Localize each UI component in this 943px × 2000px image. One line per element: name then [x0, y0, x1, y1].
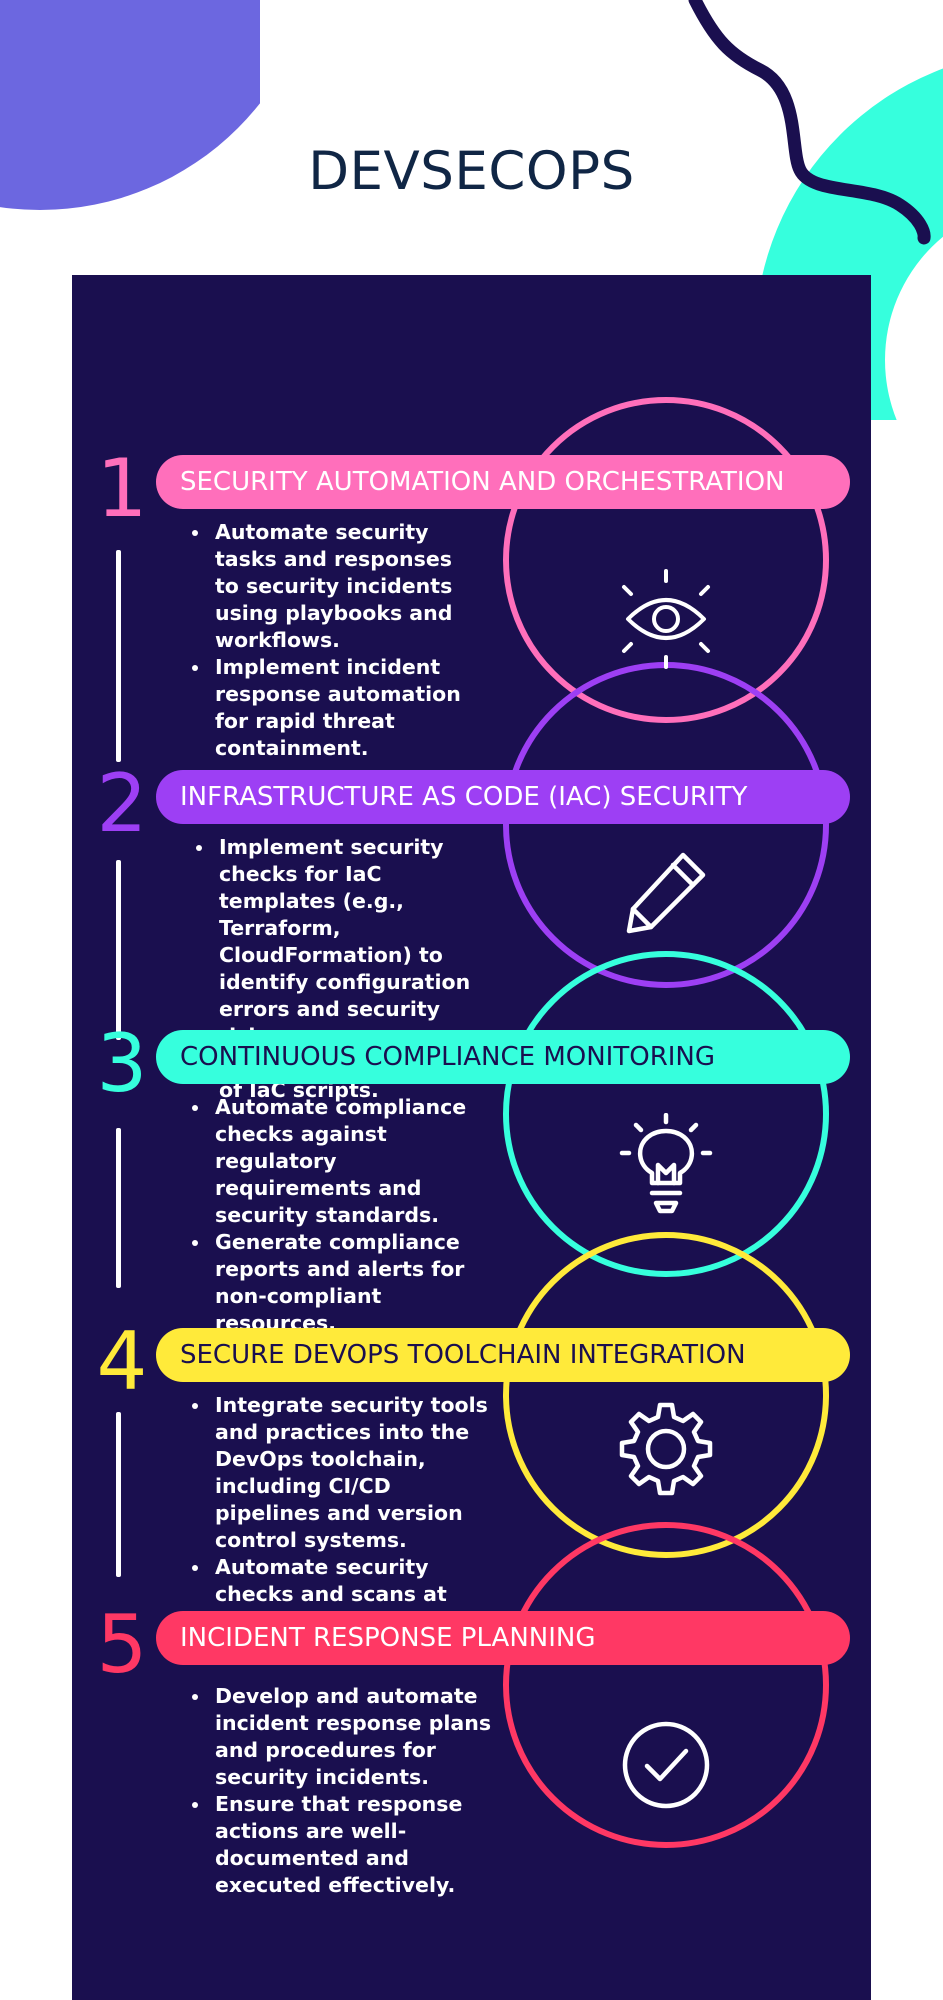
bullet-item: Develop and automate incident response p…	[211, 1683, 501, 1791]
rings-layer	[503, 397, 829, 1848]
ring-5	[503, 1522, 829, 1848]
step-number: 1	[96, 442, 148, 535]
lightbulb-icon	[619, 1113, 713, 1214]
ring-1	[503, 397, 829, 723]
decor-squiggle-line	[688, 0, 931, 245]
ring-3	[503, 951, 829, 1277]
step-heading: CONTINUOUS COMPLIANCE MONITORING	[156, 1030, 850, 1084]
eye-icon	[622, 569, 710, 669]
step-heading: SECURITY AUTOMATION AND ORCHESTRATION	[156, 455, 850, 509]
bullet-item: Ensure that response actions are well-do…	[211, 1791, 501, 1899]
page-title: DEVSECOPS	[308, 140, 635, 202]
step-number: 4	[96, 1315, 148, 1408]
decor-purple-circle-shape	[0, 0, 260, 210]
step-number: 5	[96, 1598, 148, 1691]
bullet-item: Automate security tasks and responses to…	[211, 519, 481, 654]
step-divider-line	[116, 550, 121, 762]
bullet-item: Generate compliance reports and alerts f…	[211, 1229, 496, 1337]
step-bullet-list: Automate compliance checks against regul…	[189, 1094, 496, 1337]
pencil-icon	[626, 852, 706, 934]
step-heading: INCIDENT RESPONSE PLANNING	[156, 1611, 850, 1665]
decor-squiggle-path	[688, 0, 931, 245]
step-number: 3	[96, 1017, 148, 1110]
step-number: 2	[96, 757, 148, 850]
bullet-item: Implement security checks for IaC templa…	[215, 834, 505, 1050]
step-divider-line	[116, 1412, 121, 1577]
ring-2	[503, 662, 829, 988]
step-heading: INFRASTRUCTURE AS CODE (IAC) SECURITY	[156, 770, 850, 824]
step-divider-line	[116, 1128, 121, 1288]
step-bullet-list: Automate security tasks and responses to…	[189, 519, 481, 762]
bullet-item: Implement incident response automation f…	[211, 654, 481, 762]
step-bullet-list: Develop and automate incident response p…	[189, 1683, 501, 1899]
checkmark-circle-icon	[622, 1721, 710, 1809]
bullet-item: Automate compliance checks against regul…	[211, 1094, 496, 1229]
decor-purple-circle	[0, 0, 260, 210]
ring-4	[503, 1232, 829, 1558]
bullet-item: Integrate security tools and practices i…	[211, 1392, 501, 1554]
content-panel: 1 SECURITY AUTOMATION AND ORCHESTRATION …	[72, 275, 871, 2000]
gear-icon	[619, 1402, 713, 1496]
step-heading: SECURE DEVOPS TOOLCHAIN INTEGRATION	[156, 1328, 850, 1382]
step-divider-line	[116, 860, 121, 1040]
